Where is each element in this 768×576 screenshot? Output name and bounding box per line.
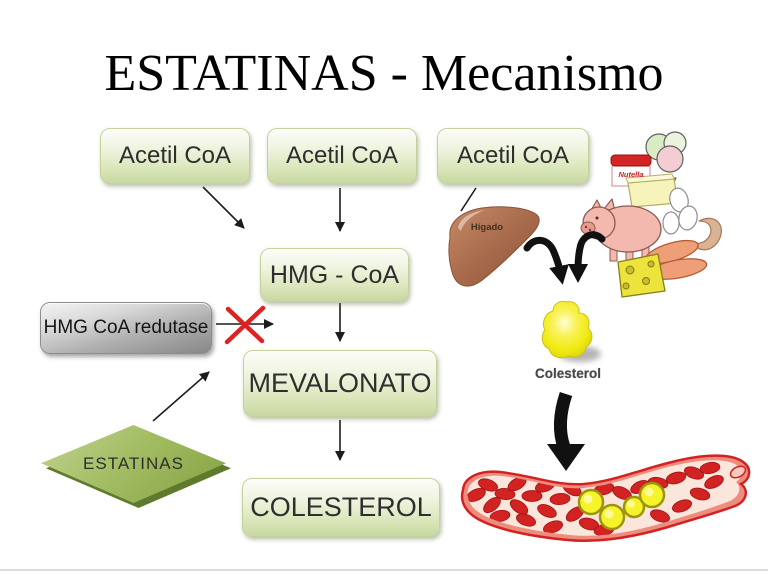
arrow-cholesterol-to-artery	[547, 391, 585, 471]
cheese-icon	[617, 253, 666, 298]
cholesterol-blob	[541, 301, 601, 362]
nutella-jar-label: Nutella	[618, 170, 644, 179]
arrow-estatinas-to-enzyme	[152, 371, 210, 422]
arrow-food-to-cholesterol	[568, 231, 606, 283]
node-acetil-coa-2-label: Acetil CoA	[285, 142, 399, 169]
node-hmg-coa: HMG - CoA	[260, 248, 409, 302]
node-hmg-coa-label: HMG - CoA	[269, 260, 400, 289]
node-colesterol: COLESTEROL	[242, 478, 440, 537]
plaque-deposits	[577, 481, 666, 531]
food-illustration	[580, 131, 722, 298]
red-blood-cells	[467, 461, 724, 536]
sausage-icon	[645, 239, 708, 280]
arrow-acetil1-to-hmg	[202, 186, 245, 229]
node-hmg-coa-redutase: HMG CoA redutase	[40, 302, 212, 354]
arrow-liver-to-cholesterol	[523, 236, 569, 285]
node-colesterol-label: COLESTEROL	[250, 492, 432, 522]
slide-bottom-edge	[0, 569, 768, 571]
inhibition-x-icon	[224, 305, 266, 345]
pig-icon	[580, 198, 662, 265]
slide-title: ESTATINAS - Mecanismo	[104, 45, 664, 102]
liver-label: Hígado	[470, 222, 504, 233]
node-mevalonato-label: MEVALONATO	[248, 368, 432, 398]
cholesterol-blob-label: Colesterol	[534, 366, 602, 381]
node-acetil-coa-3: Acetil CoA	[437, 128, 589, 184]
ice-cream-icon	[645, 131, 687, 201]
node-mevalonato: MEVALONATO	[243, 350, 437, 417]
node-acetil-coa-2: Acetil CoA	[267, 128, 417, 184]
node-acetil-coa-1-label: Acetil CoA	[118, 142, 232, 169]
liver-illustration	[448, 206, 540, 287]
converging-arrows	[523, 231, 606, 285]
artery-illustration	[460, 454, 751, 543]
node-estatinas: ESTATINAS	[41, 425, 231, 508]
estatinas-diamond: ESTATINAS	[41, 425, 226, 503]
line-acetil3-to-liver	[460, 187, 477, 212]
eggs-icon	[662, 187, 698, 235]
node-estatinas-label: ESTATINAS	[83, 454, 184, 473]
shrimp-icon	[693, 217, 722, 251]
node-acetil-coa-3-label: Acetil CoA	[456, 142, 570, 169]
node-acetil-coa-1: Acetil CoA	[100, 128, 250, 184]
node-hmg-coa-redutase-label: HMG CoA redutase	[43, 317, 209, 338]
